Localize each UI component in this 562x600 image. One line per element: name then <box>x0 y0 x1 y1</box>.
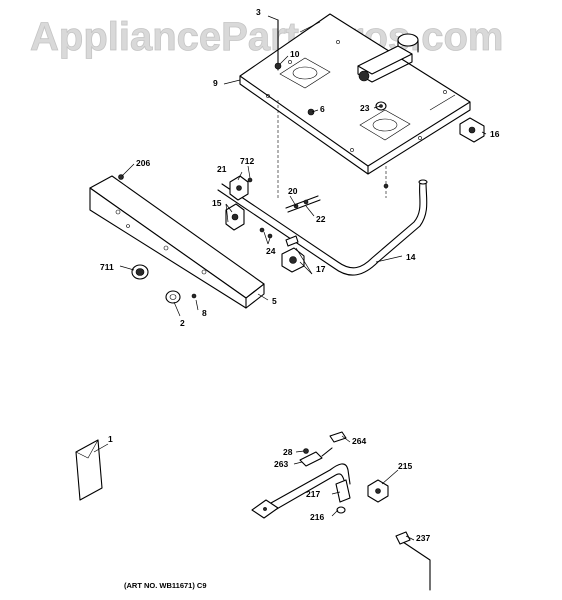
nut-216-part <box>336 506 346 514</box>
spark-module-part <box>357 33 419 83</box>
callout-17: 17 <box>316 264 326 274</box>
callout-labels: 3 10 9 6 23 16 206 21 712 20 15 22 24 17… <box>100 7 500 543</box>
grommet-23-part <box>375 101 387 111</box>
callout-24: 24 <box>266 246 276 256</box>
callout-9: 9 <box>213 78 218 88</box>
callout-21: 21 <box>217 164 227 174</box>
callout-8: 8 <box>202 308 207 318</box>
callout-237: 237 <box>416 533 430 543</box>
callout-217: 217 <box>306 489 320 499</box>
watermark-text: AppliancePartsPros.com <box>30 15 504 59</box>
art-number: (ART NO. WB11671) C9 <box>124 581 207 590</box>
screw-6-part <box>307 108 315 116</box>
callout-10: 10 <box>290 49 300 59</box>
callout-264: 264 <box>352 436 366 446</box>
callout-22: 22 <box>316 214 326 224</box>
valve-17-part <box>281 235 305 273</box>
burner-box-pan <box>239 13 471 175</box>
callout-5: 5 <box>272 296 277 306</box>
screws-24-part <box>259 227 273 239</box>
bracket-215-part <box>367 479 389 503</box>
valve-21-part <box>229 175 249 201</box>
grommet-711-part <box>131 264 149 280</box>
callout-6: 6 <box>320 104 325 114</box>
fitting-28-part <box>303 448 309 454</box>
envelope-1-part <box>75 439 103 501</box>
callout-14: 14 <box>406 252 416 262</box>
manifold-pipe-part <box>217 179 428 276</box>
fitting-264-part <box>329 431 347 443</box>
oven-pipe-part <box>251 463 351 519</box>
manifold-panel-part <box>89 175 265 309</box>
callout-712: 712 <box>240 156 254 166</box>
callout-20: 20 <box>288 186 298 196</box>
callout-215: 215 <box>398 461 412 471</box>
leader-lines <box>93 15 487 541</box>
screw-8-part <box>191 293 197 299</box>
screw-712-part <box>247 177 253 183</box>
callout-3: 3 <box>256 7 261 17</box>
bracket-16-part <box>459 117 485 143</box>
callout-1: 1 <box>108 434 113 444</box>
callout-263: 263 <box>274 459 288 469</box>
bracket-217-part <box>335 479 351 503</box>
callout-15: 15 <box>212 198 222 208</box>
callout-28: 28 <box>283 447 293 457</box>
callout-23: 23 <box>360 103 370 113</box>
screw-small-part <box>383 183 389 189</box>
callout-16: 16 <box>490 129 500 139</box>
callout-2: 2 <box>180 318 185 328</box>
electrode-237-part <box>395 531 431 591</box>
callout-206: 206 <box>136 158 150 168</box>
callout-216: 216 <box>310 512 324 522</box>
callout-711: 711 <box>100 262 114 272</box>
screw-10-part <box>274 19 282 71</box>
valve-263-part <box>299 447 333 467</box>
grommet-2-part <box>165 290 181 304</box>
